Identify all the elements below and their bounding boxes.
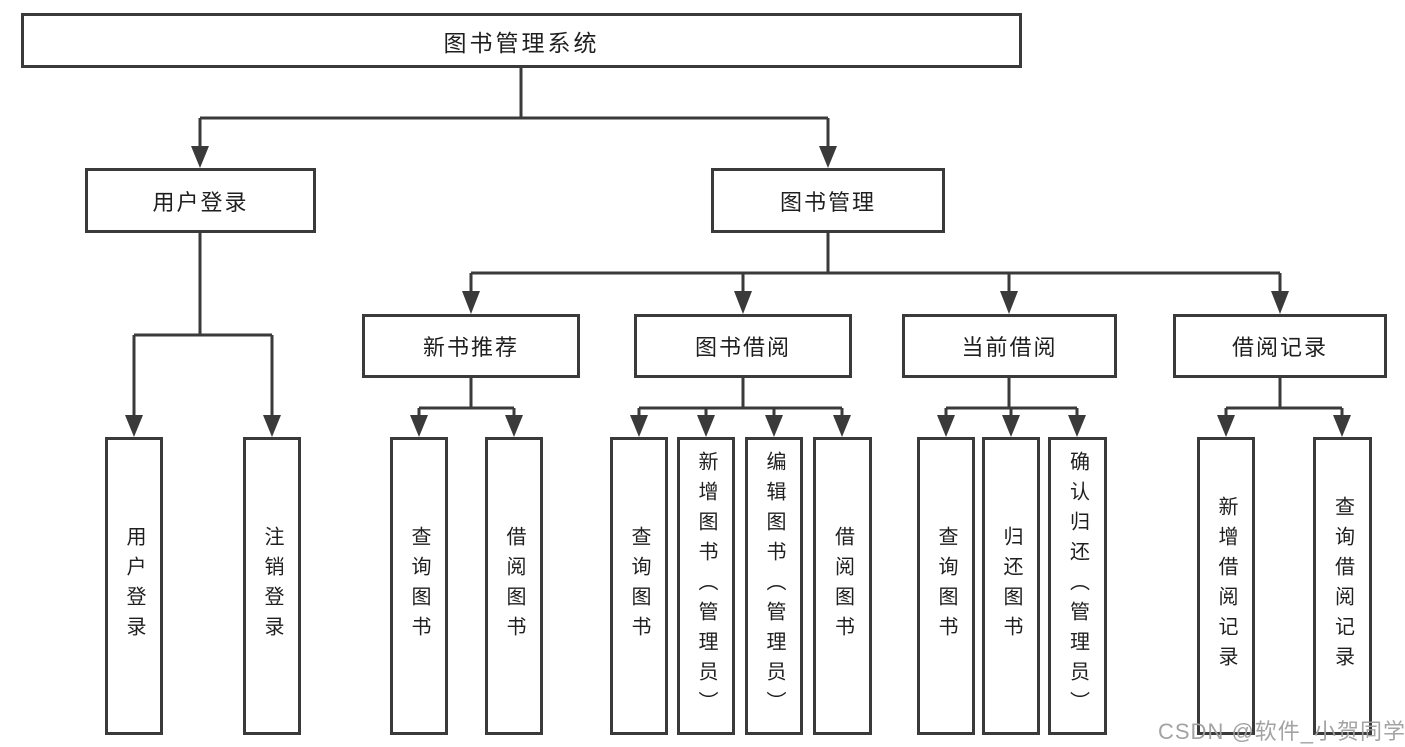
node-leaf-borrow-books-1: 借阅图书	[485, 437, 543, 735]
node-leaf-user-login: 用户登录	[105, 437, 163, 735]
connector-book-management-to-level3	[462, 233, 1289, 314]
node-leaf-query-books-2: 查询图书	[610, 437, 668, 735]
node-user-login-module: 用户登录	[85, 168, 316, 233]
connector-book-borrowing-to-children	[630, 378, 851, 437]
node-leaf-confirm-return-admin: 确认归还（管理员）	[1048, 437, 1107, 735]
node-new-book-recommendation: 新书推荐	[362, 314, 580, 378]
connector-borrowing-records-to-children	[1217, 378, 1351, 437]
connector-current-borrowing-to-children	[937, 378, 1086, 437]
node-current-borrowing: 当前借阅	[902, 314, 1117, 378]
connector-new-books-to-children	[410, 378, 523, 437]
node-leaf-query-books-1: 查询图书	[390, 437, 448, 735]
csdn-watermark: CSDN @软件_小贺同学	[1158, 719, 1405, 744]
connector-user-login-to-children	[125, 233, 281, 437]
node-leaf-add-books-admin: 新增图书（管理员）	[677, 437, 735, 735]
node-leaf-borrow-books-2: 借阅图书	[813, 437, 872, 735]
node-leaf-edit-books-admin: 编辑图书（管理员）	[745, 437, 803, 735]
node-leaf-query-borrow-record: 查询借阅记录	[1313, 437, 1372, 735]
node-book-management-module: 图书管理	[711, 168, 945, 233]
connector-root-to-level2	[191, 68, 837, 168]
node-leaf-logout: 注销登录	[243, 437, 301, 735]
node-leaf-return-books: 归还图书	[982, 437, 1040, 735]
node-book-borrowing: 图书借阅	[634, 314, 852, 378]
node-leaf-add-borrow-record: 新增借阅记录	[1197, 437, 1255, 735]
node-system-root: 图书管理系统	[21, 13, 1022, 68]
node-leaf-query-books-3: 查询图书	[917, 437, 975, 735]
node-borrowing-records: 借阅记录	[1173, 314, 1387, 378]
